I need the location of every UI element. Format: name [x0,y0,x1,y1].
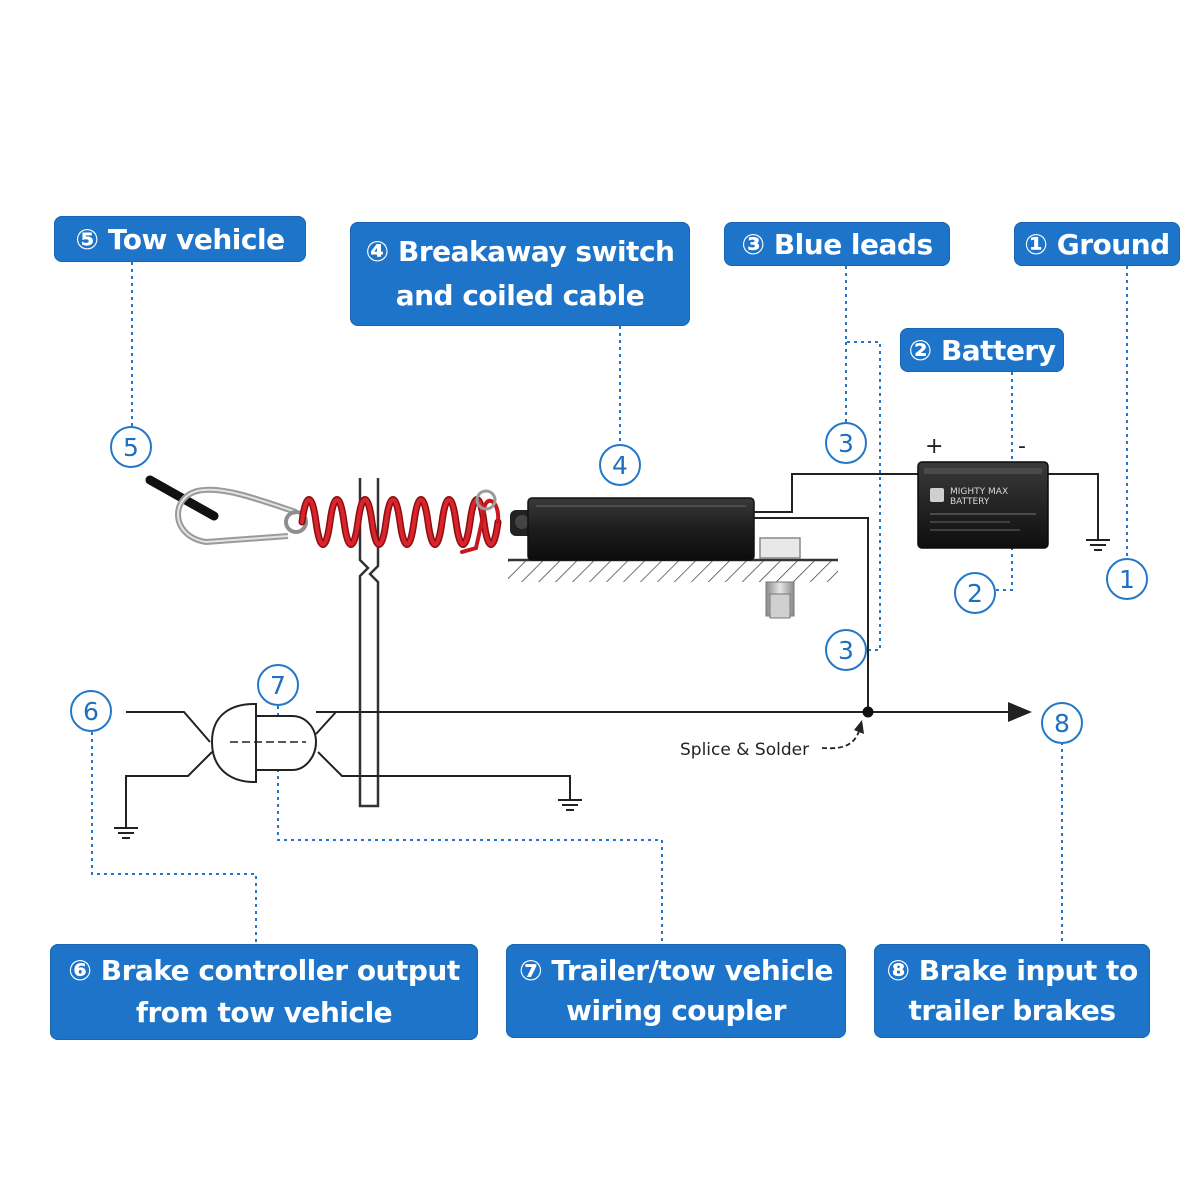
battery-brand-line1: MIGHTY MAX [950,487,1008,497]
label-blue-leads-text: ③ Blue leads [741,227,933,261]
leader-blue-leads [845,266,881,651]
leader-coupler [277,706,663,944]
badge-7: 7 [257,664,299,706]
mounting-surface [508,558,838,582]
badge-1: 1 [1106,558,1148,600]
label-tow-vehicle-text: ⑤ Tow vehicle [75,222,285,256]
label-breakaway-line1: ④ Breakaway switch [365,235,675,268]
badge-5: 5 [110,426,152,468]
coiled-cable-icon [298,489,502,554]
wiring-coupler-icon [210,703,318,783]
label-battery: ② Battery [900,328,1064,372]
battery-plus-label: + [925,434,944,459]
label-brake-controller: ⑥ Brake controller output from tow vehic… [50,944,478,1040]
ground-symbol-icon [558,799,582,811]
wires [125,473,1099,828]
wire-battery-negative [1048,473,1099,540]
wire-tow-vehicle-ground [125,751,213,828]
badge-6: 6 [70,690,112,732]
battery-icon: MIGHTY MAX BATTERY [917,461,1049,549]
wire-tow-vehicle-output [126,711,211,743]
label-ground-text: ① Ground [1024,227,1170,261]
label-brake-controller-line2: from tow vehicle [135,996,393,1029]
label-brake-input-line2: trailer brakes [908,994,1116,1027]
snap-hook-icon [145,475,308,546]
badge-2: 2 [954,572,996,614]
splice-pointer-icon [821,727,861,750]
label-brake-input: ⑧ Brake input to trailer brakes [874,944,1150,1038]
battery-minus-label: - [1018,434,1026,459]
leader-lines [91,262,1128,944]
label-brake-controller-line1: ⑥ Brake controller output [68,954,460,987]
wire-trailer-ground [317,751,571,800]
badge-4: 4 [599,444,641,486]
ground-symbol-icon [1086,539,1110,551]
breakaway-switch-icon [510,497,801,619]
badge-3-bottom: 3 [825,629,867,671]
leader-battery [996,372,1013,591]
splice-solder-label: Splice & Solder [680,740,810,760]
label-breakaway-switch: ④ Breakaway switch and coiled cable [350,222,690,326]
wire-splice-lead [754,517,869,712]
label-coupler-line2: wiring coupler [566,994,786,1027]
arrow-right-icon [1008,702,1032,722]
battery-brand-line2: BATTERY [950,497,990,507]
frame-post [358,478,380,808]
badge-8: 8 [1041,702,1083,744]
label-breakaway-line2: and coiled cable [395,279,645,312]
splice-dot [862,706,874,718]
label-coupler-line1: ⑦ Trailer/tow vehicle [518,954,834,987]
wire-battery-positive [754,473,920,513]
ground-symbol-icon [114,827,138,839]
label-battery-text: ② Battery [908,333,1056,367]
label-tow-vehicle: ⑤ Tow vehicle [54,216,306,262]
label-coupler: ⑦ Trailer/tow vehicle wiring coupler [506,944,846,1038]
badge-3-top: 3 [825,422,867,464]
label-ground: ① Ground [1014,222,1180,266]
label-blue-leads: ③ Blue leads [724,222,950,266]
leader-brake-controller [91,732,257,944]
label-brake-input-line1: ⑧ Brake input to [886,954,1138,987]
